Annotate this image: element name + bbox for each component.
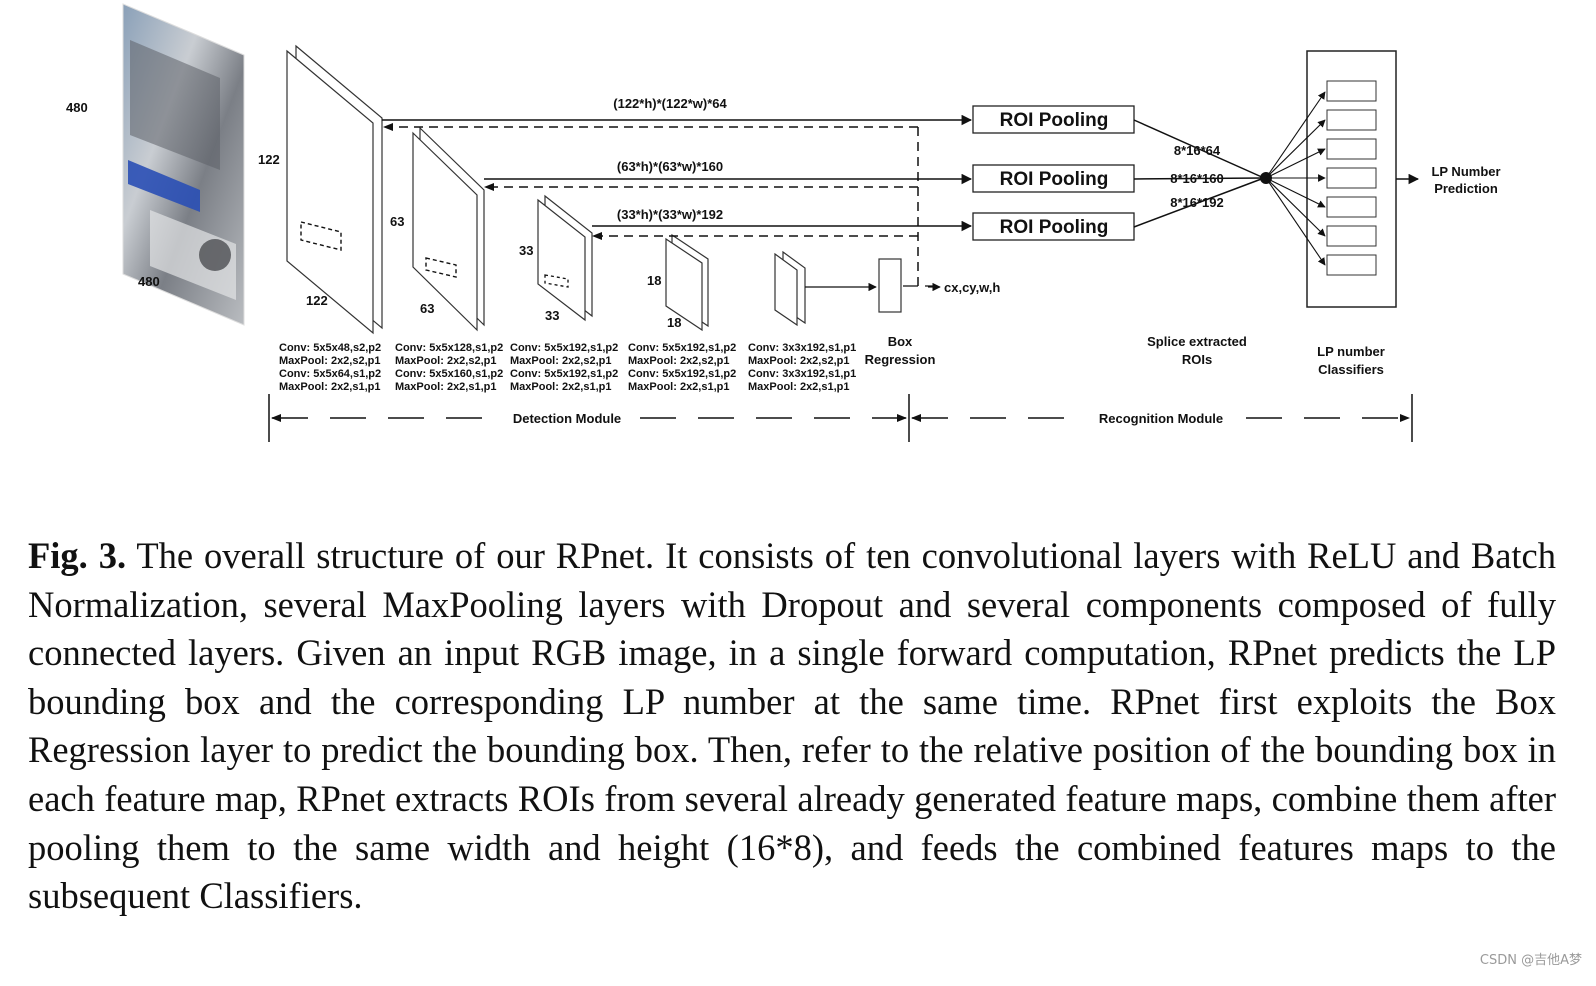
detection-module-bracket [268, 394, 910, 442]
roi-pooling-3: ROI Pooling [972, 212, 1135, 241]
fmap1-height-label: 122 [258, 152, 280, 167]
box-regression-label-line2: Regression [865, 352, 936, 367]
svg-text:MaxPool: 2x2,s2,p1: MaxPool: 2x2,s2,p1 [395, 355, 497, 367]
box-regression-block [878, 258, 902, 313]
svg-text:MaxPool: 2x2,s1,p1: MaxPool: 2x2,s1,p1 [628, 381, 730, 393]
figure-caption: Fig. 3. The overall structure of our RPn… [28, 532, 1556, 921]
svg-text:MaxPool: 2x2,s2,p1: MaxPool: 2x2,s2,p1 [510, 355, 612, 367]
svg-text:Conv: 5x5x160,s1,p2: Conv: 5x5x160,s1,p2 [395, 368, 503, 380]
layer-spec-2: Conv: 5x5x128,s1,p2 MaxPool: 2x2,s2,p1 C… [395, 342, 503, 393]
detection-module-label: Detection Module [513, 411, 621, 426]
input-height-label: 480 [66, 100, 88, 115]
fmap1-width-label: 122 [306, 293, 328, 308]
feature-map-5 [774, 250, 806, 327]
svg-text:MaxPool: 2x2,s2,p1: MaxPool: 2x2,s2,p1 [628, 355, 730, 367]
feature-map-3 [537, 194, 593, 322]
layer-spec-4: Conv: 5x5x192,s1,p2 MaxPool: 2x2,s2,p1 C… [628, 342, 736, 393]
svg-text:Conv: 5x5x48,s2,p2: Conv: 5x5x48,s2,p2 [279, 342, 381, 354]
recognition-module-label: Recognition Module [1099, 411, 1223, 426]
rpnet-architecture-diagram: 480 480 122 122 63 63 33 33 18 18 Box Re… [66, 3, 1501, 442]
watermark: CSDN @吉他A梦 [1479, 953, 1582, 968]
svg-text:MaxPool: 2x2,s1,p1: MaxPool: 2x2,s1,p1 [748, 381, 850, 393]
svg-text:Conv: 5x5x192,s1,p2: Conv: 5x5x192,s1,p2 [628, 368, 736, 380]
fmap2-width-label: 63 [420, 301, 434, 316]
fmap3-height-label: 33 [519, 243, 533, 258]
input-width-label: 480 [138, 274, 160, 289]
prediction-label-line2: Prediction [1434, 181, 1498, 196]
bbox-feedback-lines [386, 126, 919, 286]
connection-3-label: (33*h)*(33*w)*192 [617, 207, 723, 222]
roi-pooling-2-label: ROI Pooling [1000, 169, 1109, 190]
layer-spec-1: Conv: 5x5x48,s2,p2 MaxPool: 2x2,s2,p1 Co… [279, 342, 381, 393]
splice-dim-2: 8*16*160 [1170, 171, 1224, 186]
svg-text:MaxPool: 2x2,s1,p1: MaxPool: 2x2,s1,p1 [395, 381, 497, 393]
svg-text:MaxPool: 2x2,s1,p1: MaxPool: 2x2,s1,p1 [279, 381, 381, 393]
roi-pooling-3-label: ROI Pooling [1000, 217, 1109, 238]
figure-label: Fig. 3. [28, 535, 127, 576]
fmap4-height-label: 18 [647, 273, 661, 288]
fmap2-height-label: 63 [390, 214, 404, 229]
svg-text:MaxPool: 2x2,s1,p1: MaxPool: 2x2,s1,p1 [510, 381, 612, 393]
box-regression-label-line1: Box [888, 334, 913, 349]
layer-spec-3: Conv: 5x5x192,s1,p2 MaxPool: 2x2,s2,p1 C… [510, 342, 618, 393]
layer-spec-5: Conv: 3x3x192,s1,p1 MaxPool: 2x2,s2,p1 C… [748, 342, 856, 393]
classifiers-label-line2: Classifiers [1318, 362, 1384, 377]
splice-label-line1: Splice extracted [1147, 334, 1247, 349]
feature-map-1 [286, 44, 383, 335]
svg-text:Conv: 5x5x64,s1,p2: Conv: 5x5x64,s1,p2 [279, 368, 381, 380]
svg-text:Conv: 5x5x192,s1,p2: Conv: 5x5x192,s1,p2 [510, 342, 618, 354]
recognition-module-bracket [912, 394, 1413, 442]
fmap4-width-label: 18 [667, 315, 681, 330]
svg-text:Conv: 3x3x192,s1,p1: Conv: 3x3x192,s1,p1 [748, 342, 856, 354]
roi-pooling-2: ROI Pooling [972, 164, 1135, 193]
connection-1-label: (122*h)*(122*w)*64 [613, 96, 727, 111]
svg-text:Conv: 5x5x128,s1,p2: Conv: 5x5x128,s1,p2 [395, 342, 503, 354]
classifier-fanout [1265, 91, 1326, 266]
svg-text:MaxPool: 2x2,s2,p1: MaxPool: 2x2,s2,p1 [748, 355, 850, 367]
splice-lines [1133, 119, 1265, 228]
splice-dim-1: 8*16*64 [1174, 143, 1221, 158]
prediction-label-line1: LP Number [1431, 164, 1500, 179]
svg-text:MaxPool: 2x2,s2,p1: MaxPool: 2x2,s2,p1 [279, 355, 381, 367]
classifier-boxes [1326, 80, 1377, 276]
output-coords-label: cx,cy,w,h [944, 280, 1000, 295]
feature-map-2 [412, 126, 485, 332]
caption-text: The overall structure of our RPnet. It c… [28, 535, 1557, 917]
connection-2-label: (63*h)*(63*w)*160 [617, 159, 723, 174]
roi-pooling-1: ROI Pooling [972, 105, 1135, 134]
classifiers-label-line1: LP number [1317, 344, 1385, 359]
svg-text:Conv: 5x5x192,s1,p2: Conv: 5x5x192,s1,p2 [510, 368, 618, 380]
feature-map-4 [665, 233, 709, 332]
svg-text:Conv: 5x5x192,s1,p2: Conv: 5x5x192,s1,p2 [628, 342, 736, 354]
splice-dim-3: 8*16*192 [1170, 195, 1224, 210]
fmap3-width-label: 33 [545, 308, 559, 323]
roi-pooling-1-label: ROI Pooling [1000, 110, 1109, 131]
svg-text:Conv: 3x3x192,s1,p1: Conv: 3x3x192,s1,p1 [748, 368, 856, 380]
splice-label-line2: ROIs [1182, 352, 1212, 367]
input-car-image [122, 3, 245, 326]
